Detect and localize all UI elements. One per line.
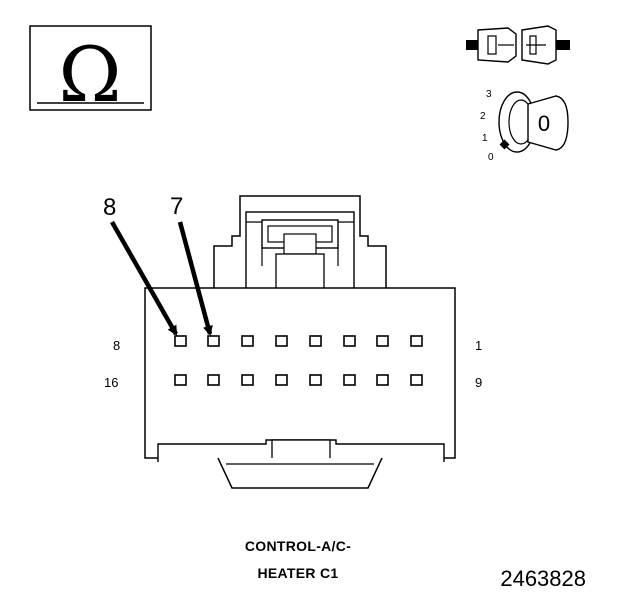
key-position-2: 2	[480, 111, 486, 122]
pin-7	[207, 335, 220, 347]
pin-12	[309, 374, 322, 386]
pin-13	[275, 374, 288, 386]
row-label-top-right: 1	[475, 338, 482, 353]
key-position-1: 1	[482, 133, 488, 144]
figure-number: 2463828	[500, 566, 586, 591]
pin-3	[343, 335, 356, 347]
pin-14	[241, 374, 254, 386]
pin-16	[174, 374, 187, 386]
callout-arrow-7	[177, 221, 213, 336]
callout-arrow-8	[110, 220, 178, 336]
pin-5	[275, 335, 288, 347]
ohm-meter-box: Ω	[29, 25, 152, 119]
ohm-symbol-icon: Ω	[58, 30, 121, 119]
callout-label-8: 8	[103, 194, 116, 221]
row-label-bottom-right: 9	[475, 375, 482, 390]
pin-2	[376, 335, 389, 347]
key-position-0: 0	[488, 152, 494, 163]
disconnected-connector-icon	[466, 25, 570, 65]
row-label-bottom-left: 16	[104, 375, 118, 390]
pin-4	[309, 335, 322, 347]
pin-1	[410, 335, 423, 347]
connector-caption-line1: CONTROL-A/C-	[245, 538, 351, 554]
pin-10	[376, 374, 389, 386]
pin-15	[207, 374, 220, 386]
pin-9	[410, 374, 423, 386]
pin-row-top	[174, 335, 423, 347]
pin-11	[343, 374, 356, 386]
callout-label-7: 7	[170, 193, 183, 220]
connector-caption-line2: HEATER C1	[257, 565, 338, 581]
row-label-top-left: 8	[113, 338, 120, 353]
pin-6	[241, 335, 254, 347]
pin-8	[174, 335, 187, 347]
pin-row-bottom	[174, 374, 423, 386]
key-position-current: 0	[538, 111, 550, 136]
key-position-3: 3	[486, 89, 492, 100]
connector-body	[144, 195, 456, 489]
ignition-key-icon: 0 3 2 1 0	[480, 89, 569, 163]
